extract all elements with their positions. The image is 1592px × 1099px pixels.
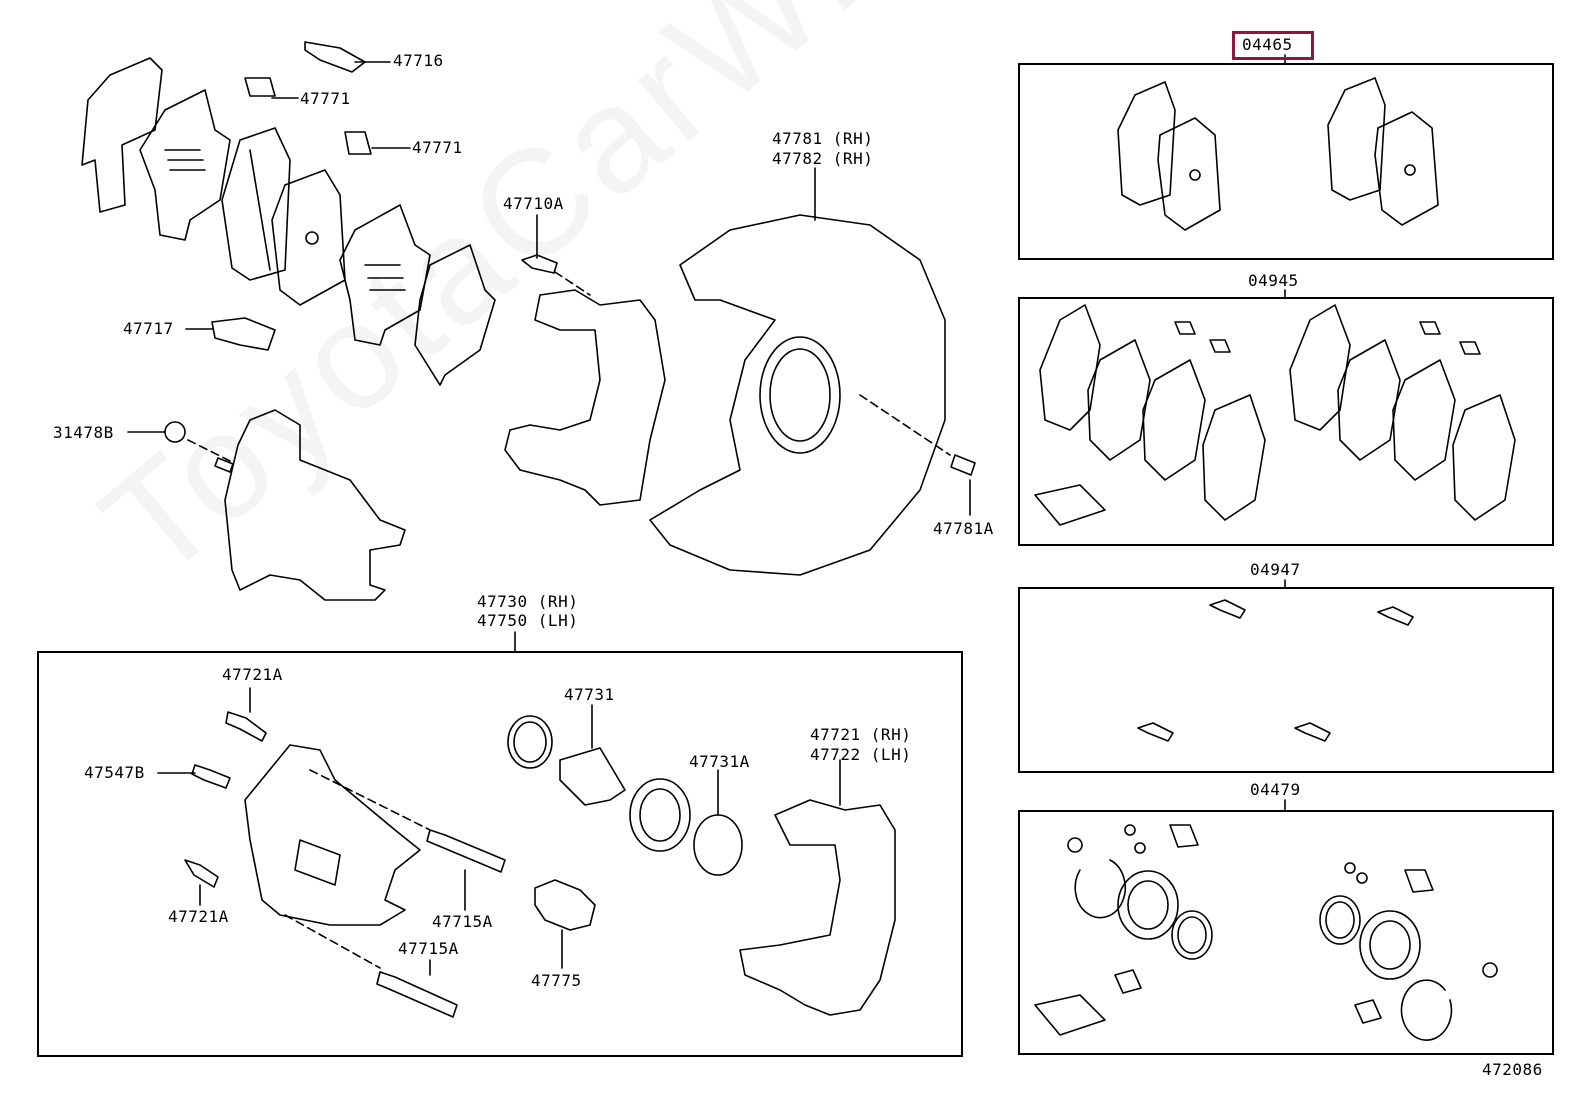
kit-04479-box — [1018, 810, 1554, 1055]
bolt-47721a-bot-icon — [184, 859, 219, 888]
label-47771-a[interactable]: 47771 — [300, 89, 351, 108]
label-47781a[interactable]: 47781A — [933, 519, 994, 538]
label-kit-04945[interactable]: 04945 — [1248, 271, 1299, 290]
clip-47771-a-icon — [244, 77, 276, 97]
dust-cover-icon — [649, 214, 946, 576]
label-47547b[interactable]: 47547B — [84, 763, 145, 782]
pad-shim-3-icon — [339, 204, 431, 346]
piston-icon — [559, 747, 626, 806]
kit-04479-seals-icon — [1034, 824, 1498, 1041]
boot-47775-icon — [534, 879, 596, 931]
label-47731[interactable]: 47731 — [564, 685, 615, 704]
kit-04945-shims-icon — [1034, 304, 1516, 526]
label-47750-lh[interactable]: 47750 (LH) — [477, 611, 579, 630]
label-47715a-2[interactable]: 47715A — [398, 939, 459, 958]
kit-04947-box — [1018, 587, 1554, 773]
brake-pad-outer-icon — [221, 127, 291, 281]
label-47716[interactable]: 47716 — [393, 51, 444, 70]
label-47771-b[interactable]: 47771 — [412, 138, 463, 157]
clip-47771-b-icon — [344, 131, 372, 155]
bleeder-47547b-icon — [191, 764, 231, 789]
bolt-47721a-top-icon — [225, 711, 267, 742]
label-47730-rh[interactable]: 47730 (RH) — [477, 592, 579, 611]
caliper-bracket-icon — [504, 289, 666, 506]
pad-shim-outer-icon — [81, 57, 163, 213]
label-47721a-bot[interactable]: 47721A — [168, 907, 229, 926]
label-kit-04465[interactable]: 04465 — [1242, 35, 1293, 54]
diagram-id: 472086 — [1482, 1060, 1543, 1079]
slide-pin-47715a-2-icon — [376, 971, 458, 1018]
clip-47716-icon — [304, 41, 366, 73]
piston-seal-icon — [629, 778, 691, 852]
label-47710a[interactable]: 47710A — [503, 194, 564, 213]
bracket-47721-icon — [739, 799, 896, 1016]
label-47782-rh[interactable]: 47782 (RH) — [772, 149, 874, 168]
label-47781-rh[interactable]: 47781 (RH) — [772, 129, 874, 148]
seal-ring-icon — [507, 715, 553, 769]
caliper-body-icon — [224, 409, 406, 601]
cylinder-icon — [244, 744, 421, 926]
clip-47717-icon — [211, 317, 276, 351]
slide-pin-47715a-1-icon — [426, 829, 506, 873]
label-47722-lh[interactable]: 47722 (LH) — [810, 745, 912, 764]
label-31478b[interactable]: 31478B — [53, 423, 114, 442]
brake-pad-inner-icon — [271, 169, 346, 306]
label-47721-rh[interactable]: 47721 (RH) — [810, 725, 912, 744]
assembly-box — [37, 651, 963, 1057]
bolt-47781a-icon — [950, 454, 976, 476]
label-kit-04479[interactable]: 04479 — [1250, 780, 1301, 799]
pad-shim-4-icon — [414, 244, 496, 386]
label-47717[interactable]: 47717 — [123, 319, 174, 338]
bolt-47710a-icon — [521, 254, 558, 274]
kit-04947-clips-icon — [1137, 599, 1414, 742]
label-kit-04947[interactable]: 04947 — [1250, 560, 1301, 579]
label-47775[interactable]: 47775 — [531, 971, 582, 990]
label-47731a[interactable]: 47731A — [689, 752, 750, 771]
pad-shim-inner-icon — [139, 89, 231, 241]
kit-04945-box — [1018, 297, 1554, 546]
kit-04465-pads-icon — [1117, 77, 1439, 231]
cap-31478b-icon — [164, 421, 186, 443]
kit-04465-box — [1018, 63, 1554, 260]
label-47715a-1[interactable]: 47715A — [432, 912, 493, 931]
highlight-frame — [1232, 31, 1314, 60]
label-47721a-top[interactable]: 47721A — [222, 665, 283, 684]
